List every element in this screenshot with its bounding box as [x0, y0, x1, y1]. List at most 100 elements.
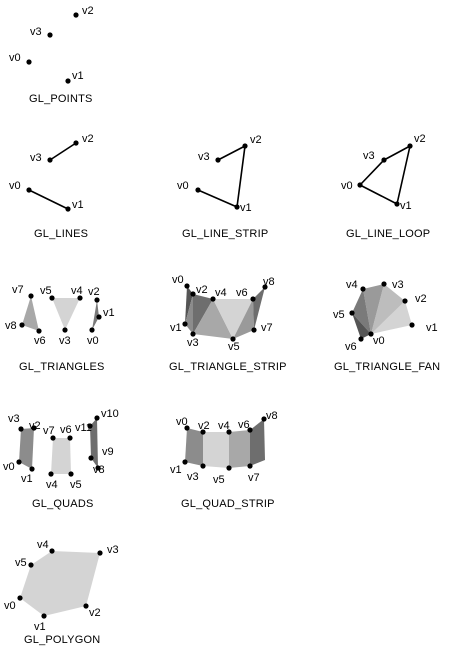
panel-triangle-strip: v0 v1 v2 v3 v4 v5 v6 v7 v8 GL_TRIANGLE_S…	[169, 274, 287, 373]
vertex-dot	[28, 562, 34, 568]
vertex-dot	[47, 32, 53, 38]
vertex-dot	[77, 295, 83, 301]
vertex-dot	[358, 336, 364, 342]
vertex-dot	[29, 466, 35, 472]
quad-face	[250, 419, 265, 466]
vertex-dot	[226, 465, 232, 471]
panel-points: v0 v1 v2 v3 GL_POINTS	[9, 5, 94, 105]
vertex-label: v0	[9, 180, 21, 192]
vertex-dot	[65, 78, 71, 84]
vertex-label: v6	[236, 287, 248, 299]
vertex-dot	[409, 322, 415, 328]
vertex-label: v0	[4, 600, 16, 612]
vertex-dot	[200, 429, 206, 435]
triangle-face	[193, 294, 213, 334]
vertex-dot	[49, 295, 55, 301]
panel-caption: GL_TRIANGLE_FAN	[334, 361, 440, 373]
vertex-dot	[242, 143, 248, 149]
vertex-label: v6	[60, 424, 72, 436]
vertex-label: v9	[102, 446, 114, 458]
vertex-dot	[215, 157, 221, 163]
panel-line-strip: v0 v1 v2 v3 GL_LINE_STRIP	[177, 134, 268, 240]
vertex-dot	[73, 140, 79, 146]
vertex-dot	[182, 459, 188, 465]
vertex-dot	[394, 201, 400, 207]
vertex-label: v2	[415, 293, 427, 305]
vertex-label: v3	[8, 413, 20, 425]
vertex-label: v2	[29, 420, 41, 432]
panel-polygon: v0 v1 v2 v3 v4 v5 GL_POLYGON	[4, 539, 119, 646]
panel-caption: GL_LINE_LOOP	[346, 228, 430, 240]
quad-face	[90, 418, 98, 468]
vertex-dot	[261, 416, 267, 422]
vertex-dot	[18, 426, 24, 432]
vertex-label: v0	[172, 274, 184, 286]
vertex-label: v5	[333, 309, 345, 321]
vertex-label: v10	[101, 408, 119, 420]
vertex-label: v5	[15, 557, 27, 569]
quad-face	[203, 432, 229, 468]
panel-lines: v0 v1 v2 v3 GL_LINES	[9, 133, 94, 240]
line-segment	[49, 142, 77, 161]
vertex-label: v8	[266, 410, 278, 422]
vertex-dot	[226, 429, 232, 435]
vertex-label: v8	[93, 464, 105, 476]
vertex-dot	[381, 281, 387, 287]
vertex-dot	[96, 314, 102, 320]
triangle-face	[22, 296, 39, 331]
triangle-face	[363, 284, 384, 334]
vertex-label: v1	[170, 464, 182, 476]
vertex-dot	[83, 603, 89, 609]
vertex-dot	[381, 157, 387, 163]
panel-quad-strip: v0 v1 v2 v3 v4 v5 v6 v7 v8 GL_QUAD_STRIP	[170, 410, 278, 510]
triangle-face	[352, 289, 371, 334]
vertex-dot	[262, 284, 268, 290]
vertex-label: v7	[43, 425, 55, 437]
vertex-label: v1	[400, 200, 412, 212]
quad-face	[19, 428, 34, 469]
vertex-label: v5	[70, 479, 82, 491]
vertex-label: v1	[21, 473, 33, 485]
vertex-label: v3	[30, 26, 42, 38]
vertex-dot	[190, 331, 196, 337]
vertex-label: v3	[198, 151, 210, 163]
vertex-dot	[28, 293, 34, 299]
vertex-label: v6	[345, 341, 357, 353]
vertex-dot	[200, 463, 206, 469]
vertex-label: v0	[176, 416, 188, 428]
vertex-label: v7	[12, 284, 24, 296]
vertex-dot	[48, 471, 54, 477]
vertex-dot	[210, 296, 216, 302]
vertex-label: v5	[40, 285, 52, 297]
vertex-label: v1	[34, 621, 46, 633]
vertex-dot	[357, 182, 363, 188]
vertex-dot	[62, 327, 68, 333]
vertex-dot	[94, 415, 100, 421]
vertex-dot	[184, 425, 190, 431]
vertex-label: v1	[103, 307, 115, 319]
vertex-dot	[31, 425, 37, 431]
vertex-dot	[36, 328, 42, 334]
vertex-dot	[182, 321, 188, 327]
vertex-dot	[19, 322, 25, 328]
vertex-dot	[26, 59, 32, 65]
triangle-face	[371, 284, 405, 334]
vertex-label: v4	[218, 420, 230, 432]
vertex-label: v1	[72, 199, 84, 211]
vertex-label: v5	[213, 474, 225, 486]
vertex-label: v4	[37, 539, 49, 551]
triangle-face	[52, 298, 80, 330]
vertex-dot	[407, 143, 413, 149]
vertex-label: v1	[72, 70, 84, 82]
vertex-dot	[247, 427, 253, 433]
panel-triangles: v0 v1 v2 v3 v4 v5 v6 v7 v8 GL_TRIANGLES	[5, 284, 115, 373]
vertex-dot	[49, 548, 55, 554]
vertex-label: v8	[5, 320, 17, 332]
vertex-dot	[94, 297, 100, 303]
vertex-label: v4	[215, 287, 227, 299]
vertex-label: v3	[187, 471, 199, 483]
triangle-face	[233, 299, 254, 339]
vertex-label: v0	[3, 461, 15, 473]
triangle-face	[352, 313, 371, 339]
vertex-dot	[41, 613, 47, 619]
